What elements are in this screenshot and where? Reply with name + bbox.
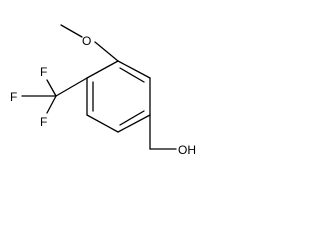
bond-ring-cf3-carbon: [55, 77, 88, 97]
bond-carbon-fluorine-bottom: [46, 95, 57, 114]
atom-label-fluorine-bottom: F: [40, 115, 47, 129]
ring-bond-bottom-right: [117, 114, 151, 133]
ring-bond-top-right: [117, 60, 151, 79]
ring-double-bond-top-right: [119, 67, 145, 83]
atom-label-fluorine-top: F: [40, 65, 47, 79]
atom-label-methoxy-oxygen: O: [82, 34, 91, 48]
atom-label-hydroxyl: OH: [178, 143, 196, 157]
atom-label-fluorine-left: F: [10, 90, 17, 104]
ring-bond-bottom-left: [86, 114, 119, 133]
bond-methyl-oxygen: [60, 24, 83, 38]
structure-diagram: O F F F OH: [10, 24, 196, 157]
ring-double-bond-bottom-right: [119, 110, 145, 126]
bond-carbon-fluorine-top: [46, 79, 57, 97]
ring-bond-top-left: [86, 60, 119, 79]
bond-oxygen-ring: [94, 41, 119, 62]
